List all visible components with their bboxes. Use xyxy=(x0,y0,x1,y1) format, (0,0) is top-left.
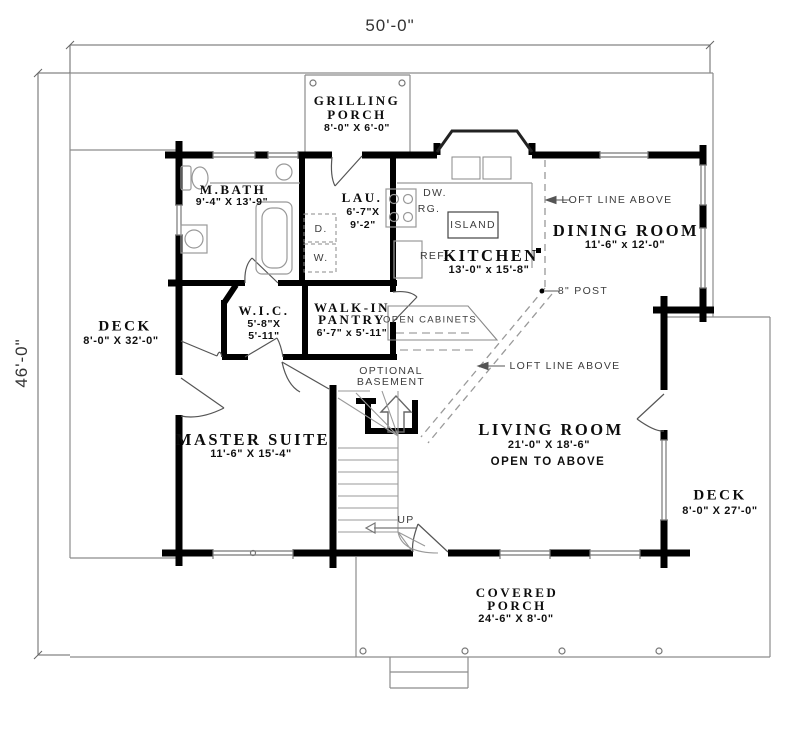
deck-right-dims: 8'-0" X 27'-0" xyxy=(682,505,758,517)
interior-walls xyxy=(176,152,397,360)
up-label: UP xyxy=(397,514,415,526)
refrigerator-box xyxy=(393,240,423,279)
exterior-walls xyxy=(162,141,714,568)
deck-left-dims: 8'-0" X 32'-0" xyxy=(83,335,159,347)
deck-porch-outlines xyxy=(69,72,771,689)
covered-porch-label-2: PORCH xyxy=(487,598,547,613)
dryer-label: D. xyxy=(314,223,328,235)
windows xyxy=(175,151,707,559)
stairs xyxy=(337,390,439,554)
grilling-porch-label-1: GRILLING xyxy=(313,93,401,108)
dining-room-dims: 11'-6" x 12'-0" xyxy=(584,239,666,251)
laundry-appliances xyxy=(303,213,337,273)
wic-dims-h: 5'-11" xyxy=(248,330,280,342)
loft-line-label-2: LOFT LINE ABOVE xyxy=(509,360,621,372)
pantry-dims: 6'-7" x 5'-11" xyxy=(316,327,388,339)
kitchen-fixtures xyxy=(385,182,533,279)
range-label: RG. xyxy=(417,203,441,215)
bath-fixtures xyxy=(180,163,300,275)
range xyxy=(385,188,417,228)
open-to-above-label: OPEN TO ABOVE xyxy=(490,456,606,468)
kitchen-label: KITCHEN xyxy=(443,246,539,265)
refrigerator-label: REF. xyxy=(420,250,448,262)
kitchen-dims: 13'-0" x 15'-8" xyxy=(448,264,530,276)
pantry-label-1: WALK-IN xyxy=(313,300,391,315)
bay-window xyxy=(435,129,534,180)
up-arrow xyxy=(364,521,416,535)
basement-up-arrow xyxy=(379,394,413,433)
master-bath-label: M.BATH xyxy=(199,182,267,197)
loft-line-label-1: LOFT LINE ABOVE xyxy=(561,194,673,206)
master-suite-label: MASTER SUITE xyxy=(175,430,331,449)
dimension-lines xyxy=(33,40,715,660)
laundry-dims-w: 6'-7"X xyxy=(346,206,380,218)
post-markers xyxy=(536,248,545,294)
tub xyxy=(255,201,293,275)
master-suite-dims: 11'-6" X 15'-4" xyxy=(210,448,292,460)
open-cabinets-label: OPEN CABINETS xyxy=(383,314,477,326)
dryer-box xyxy=(303,213,337,243)
laundry-label: LAU. xyxy=(341,190,383,205)
optional-basement-label-2: BASEMENT xyxy=(356,376,426,388)
grilling-porch-label-2: PORCH xyxy=(327,107,387,122)
annotation-arrows xyxy=(476,195,570,371)
wic-label: W.I.C. xyxy=(238,303,290,318)
bath-sink xyxy=(275,163,293,181)
laundry-dims-h: 9'-2" xyxy=(350,219,376,231)
island-box xyxy=(447,211,499,239)
island-label: ISLAND xyxy=(450,219,496,231)
post-label: 8" POST xyxy=(557,285,609,297)
living-room-label: LIVING ROOM xyxy=(478,420,624,439)
washer-box xyxy=(303,243,337,273)
grilling-porch-outline xyxy=(304,74,411,152)
porch-posts xyxy=(359,647,663,655)
pantry-label-2: PANTRY xyxy=(318,312,386,327)
covered-porch-label-1: COVERED xyxy=(475,585,559,600)
toilet-tank xyxy=(180,165,192,191)
loft-lines xyxy=(420,160,553,444)
master-bath-dims: 9'-4" X 13'-9" xyxy=(195,196,269,208)
wic-dims-w: 5'-8"X xyxy=(247,318,281,330)
deck-left-label: DECK xyxy=(98,318,152,335)
living-room-dims: 21'-0" X 18'-6" xyxy=(507,439,591,451)
overall-width-dimension: 50'-0" xyxy=(365,16,415,35)
open-cabinets-outline xyxy=(387,305,499,351)
counter xyxy=(397,182,533,268)
dining-room-label: DINING ROOM xyxy=(552,221,700,240)
optional-basement-label-1: OPTIONAL xyxy=(359,365,423,377)
overall-depth-dimension: 46'-0" xyxy=(12,338,31,388)
washer-label: W. xyxy=(313,252,329,264)
dishwasher-label: DW. xyxy=(423,187,447,199)
doors xyxy=(180,155,665,553)
shower xyxy=(180,224,208,254)
covered-porch-dims: 24'-6" X 8'-0" xyxy=(478,613,554,625)
deck-right-label: DECK xyxy=(693,487,747,504)
grilling-porch-dims: 8'-0" X 6'-0" xyxy=(324,122,390,134)
toilet-bowl xyxy=(191,166,209,190)
